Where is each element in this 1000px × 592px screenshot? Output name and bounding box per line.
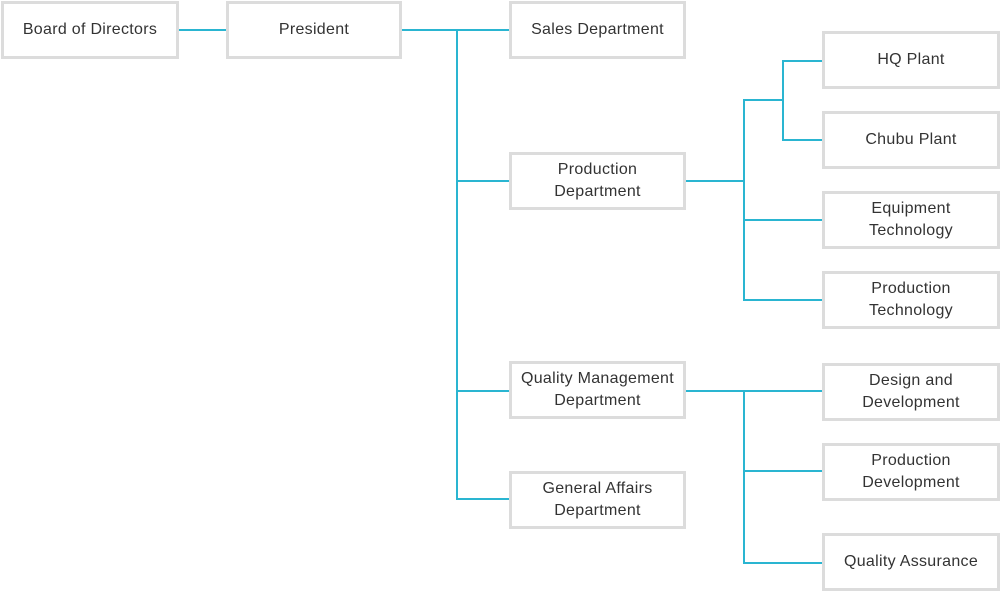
node-production-department: Production Department (509, 152, 686, 210)
node-design-and-development: Design and Development (822, 363, 1000, 421)
node-chubu-plant: Chubu Plant (822, 111, 1000, 169)
node-production-technology: Production Technology (822, 271, 1000, 329)
node-board-of-directors: Board of Directors (1, 1, 179, 59)
node-general-affairs-department: General Affairs Department (509, 471, 686, 529)
node-quality-assurance: Quality Assurance (822, 533, 1000, 591)
node-sales-department: Sales Department (509, 1, 686, 59)
node-hq-plant: HQ Plant (822, 31, 1000, 89)
node-equipment-technology: Equipment Technology (822, 191, 1000, 249)
node-president: President (226, 1, 402, 59)
node-production-development: Production Development (822, 443, 1000, 501)
node-quality-management-department: Quality Management Department (509, 361, 686, 419)
